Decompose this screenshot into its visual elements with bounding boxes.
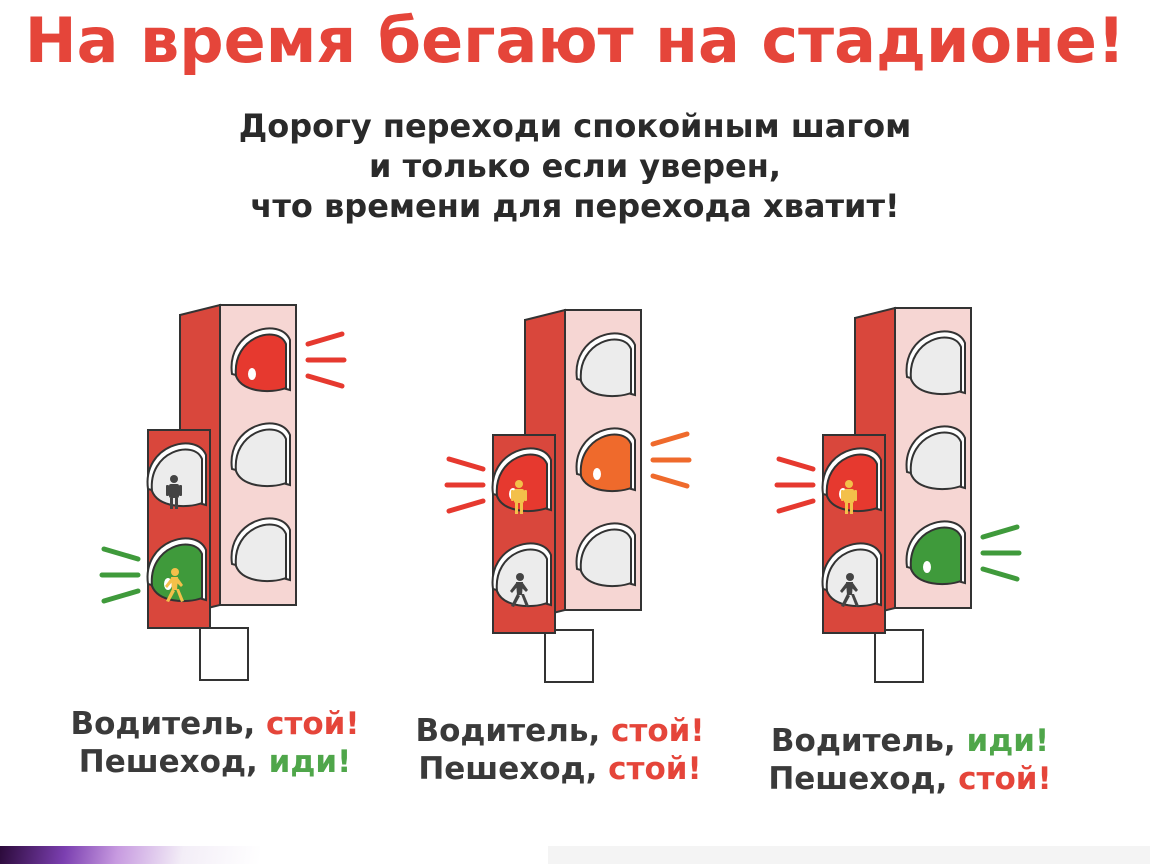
car-lens-top-2 — [579, 338, 632, 398]
subtitle-line-1: Дорогу переходи спокойным шагом — [238, 107, 912, 145]
caption-1: Водитель, стой! Пешеход, иди! — [60, 705, 370, 781]
subtitle-line-3: что времени для перехода хватит! — [250, 187, 900, 225]
caption-1-line2-prefix: Пешеход, — [78, 744, 269, 780]
car-lens-middle-1 — [234, 428, 287, 488]
page-subtitle: Дорогу переходи спокойным шагом и только… — [0, 106, 1150, 226]
car-lens-top-3 — [909, 336, 962, 396]
traffic-light-3 — [774, 306, 1022, 683]
car-light-rays-1-ray-3 — [305, 373, 345, 389]
caption-1-line2-word: иди! — [268, 744, 352, 780]
caption-2: Водитель, стой! Пешеход, стой! — [405, 712, 715, 788]
car-lens-bottom-1 — [234, 523, 287, 583]
car-lens-bottom-3 — [909, 526, 962, 586]
caption-2-line2-prefix: Пешеход, — [418, 751, 609, 787]
ped-light-rays-3-ray-1 — [776, 456, 816, 472]
car-light-rays-3-ray-1 — [980, 524, 1020, 540]
pole-1 — [199, 627, 249, 681]
car-lens-middle-2-glint — [593, 468, 601, 480]
subtitle-line-2: и только если уверен, — [369, 147, 781, 185]
traffic-lights — [99, 303, 1022, 683]
ped-light-rays-1-ray-3 — [101, 588, 141, 604]
car-lens-top-1-glint — [248, 368, 256, 380]
caption-2-line2-word: стой! — [608, 751, 702, 787]
traffic-light-2 — [444, 308, 692, 683]
caption-2-line1-word: стой! — [611, 713, 705, 749]
caption-3-line1-prefix: Водитель, — [770, 723, 967, 759]
car-light-rays-3-ray-3 — [980, 566, 1020, 582]
decorative-strip-left — [0, 846, 260, 864]
page-title: На время бегают на стадионе! — [24, 4, 1126, 77]
caption-1-line1-prefix: Водитель, — [70, 706, 267, 742]
ped-light-rays-2-ray-1 — [446, 456, 486, 472]
caption-3: Водитель, иди! Пешеход, стой! — [755, 722, 1065, 798]
car-lens-bottom-2 — [579, 528, 632, 588]
car-light-rays-1-ray-1 — [305, 331, 345, 347]
car-lens-top-1 — [234, 333, 287, 393]
car-lens-middle-3 — [909, 431, 962, 491]
caption-1-line1-word: стой! — [266, 706, 360, 742]
caption-3-line2-prefix: Пешеход, — [768, 761, 959, 797]
pole-3 — [874, 629, 924, 683]
car-lens-middle-2 — [579, 433, 632, 493]
ped-light-rays-1-ray-1 — [101, 546, 141, 562]
car-light-rays-2-ray-1 — [650, 431, 690, 447]
caption-2-line1-prefix: Водитель, — [415, 713, 612, 749]
ped-light-rays-3-ray-3 — [776, 498, 816, 514]
car-lens-bottom-3-glint — [923, 561, 931, 573]
ped-light-rays-2-ray-3 — [446, 498, 486, 514]
traffic-light-1 — [99, 303, 347, 681]
pole-2 — [544, 629, 594, 683]
decorative-strip-right — [548, 846, 1150, 864]
caption-3-line2-word: стой! — [958, 761, 1052, 797]
car-light-rays-2-ray-3 — [650, 473, 690, 489]
caption-3-line1-word: иди! — [966, 723, 1050, 759]
